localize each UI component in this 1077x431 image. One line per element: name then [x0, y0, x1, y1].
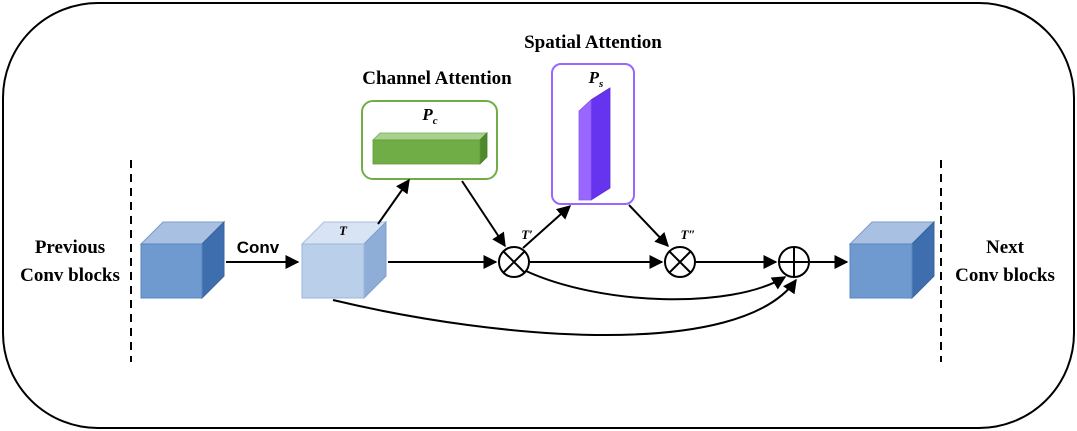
spatial-attention-title: Spatial Attention	[524, 32, 662, 53]
add-node	[778, 246, 810, 278]
t-to-channel-arrow	[377, 178, 410, 225]
input-feature-cube	[139, 220, 226, 300]
conv-label: Conv	[237, 238, 280, 257]
mult1-to-spatial-arrow	[522, 205, 572, 249]
spatial-to-mult2-arrow	[628, 204, 669, 248]
channel-to-mult1-arrow	[461, 180, 506, 248]
next-label-line1: Next	[986, 237, 1025, 258]
channel-attention-bar	[372, 132, 488, 165]
channel-attention-title: Channel Attention	[362, 68, 512, 89]
next-label-line2: Conv blocks	[955, 265, 1055, 286]
previous-label-line2: Conv blocks	[20, 265, 120, 286]
pc-label: Pc	[421, 105, 437, 127]
t-label: T	[339, 223, 348, 238]
ps-label: Ps	[588, 68, 604, 90]
t-to-add-curve	[332, 278, 797, 336]
t-prime-label: T′	[521, 227, 533, 242]
spatial-attention-bar	[578, 87, 611, 201]
previous-label-line1: Previous	[35, 237, 105, 258]
t-double-prime-label: T″	[680, 227, 695, 242]
output-feature-cube	[848, 220, 936, 300]
multiply-node-2	[664, 246, 696, 278]
feature-t-cube	[300, 220, 388, 300]
mult1-to-add-curve	[525, 270, 787, 301]
multiply-node-1	[498, 246, 530, 278]
